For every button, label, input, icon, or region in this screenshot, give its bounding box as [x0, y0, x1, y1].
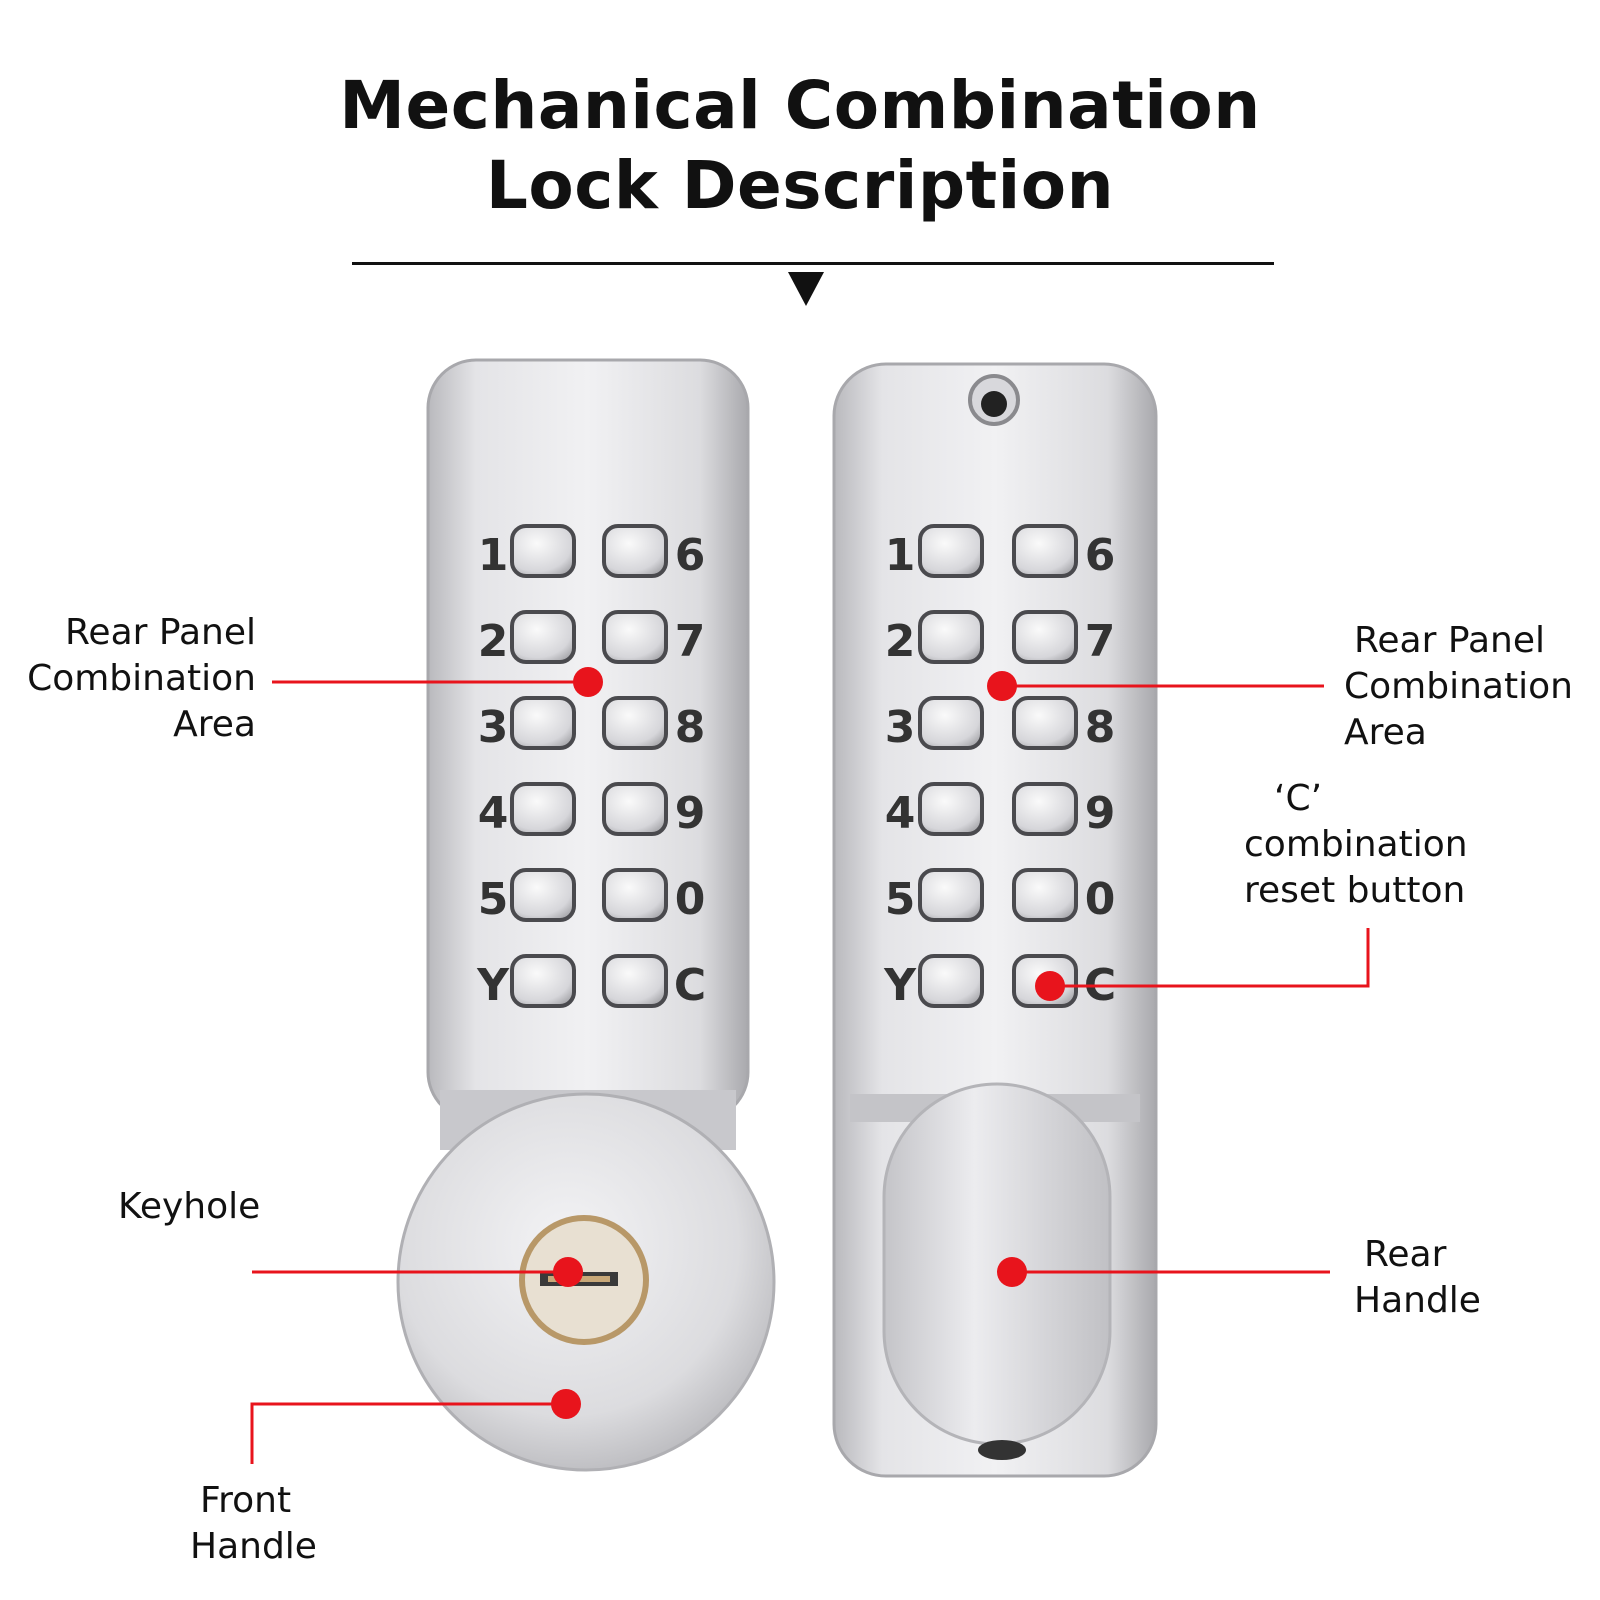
label-line: reset button — [1244, 870, 1466, 911]
page-title-line-2: Lock Description — [485, 147, 1115, 224]
front-keypad: 1 2 3 4 5 Y 6 7 8 9 0 C — [476, 524, 706, 1011]
label-line: ‘C’ — [1274, 778, 1323, 819]
label-keyhole: Keyhole — [118, 1184, 260, 1230]
key-label: 1 — [885, 530, 916, 581]
page-title-line-1: Mechanical Combination — [339, 67, 1261, 144]
callout-dot-rear-handle — [997, 1257, 1027, 1287]
key-label: 4 — [478, 788, 509, 839]
label-line: Area — [1344, 712, 1427, 753]
callout-line-reset-button — [1050, 928, 1370, 988]
key-label: 3 — [885, 702, 916, 753]
key-label: 8 — [1085, 702, 1116, 753]
label-line: Combination — [1344, 666, 1573, 707]
label-line: combination — [1244, 824, 1468, 865]
key-label: 2 — [478, 616, 509, 667]
label-front-handle: Front Handle — [190, 1478, 317, 1570]
callout-dot-reset-button — [1035, 971, 1065, 1001]
title-divider — [352, 262, 1274, 265]
callout-dot-front-handle — [551, 1389, 581, 1419]
front-handle-knob — [396, 1092, 776, 1472]
key-label: C — [674, 960, 706, 1011]
key-label: 9 — [1085, 788, 1116, 839]
label-reset-button: ‘C’ combination reset button — [1244, 776, 1544, 914]
callout-dot-rear-panel-left — [573, 667, 603, 697]
key-label: 2 — [885, 616, 916, 667]
front-lock-body — [426, 358, 750, 1150]
label-line: Keyhole — [118, 1186, 261, 1227]
key-label: 0 — [1085, 874, 1116, 925]
rear-handle-knob — [882, 1082, 1112, 1460]
label-line: Handle — [190, 1526, 317, 1567]
key-label: 5 — [885, 874, 916, 925]
callout-line-front-handle — [250, 1402, 566, 1464]
key-label: 8 — [675, 702, 706, 753]
key-label: 0 — [675, 874, 706, 925]
label-line: Rear — [1364, 1234, 1447, 1275]
key-label: Y — [883, 960, 917, 1011]
rear-keypad: 1 2 3 4 5 Y 6 7 8 9 0 C — [883, 524, 1116, 1011]
key-label: Y — [476, 960, 510, 1011]
key-label: 7 — [675, 616, 706, 667]
key-label: 5 — [478, 874, 509, 925]
label-line: Rear Panel — [65, 612, 256, 653]
label-rear-handle: Rear Handle — [1354, 1232, 1481, 1324]
key-label: 7 — [1085, 616, 1116, 667]
callouts — [250, 680, 1370, 1464]
key-label: 1 — [478, 530, 509, 581]
label-line: Rear Panel — [1354, 620, 1545, 661]
key-label: 3 — [478, 702, 509, 753]
label-line: Combination — [27, 658, 256, 699]
down-triangle-icon — [788, 272, 824, 306]
label-line: Handle — [1354, 1280, 1481, 1321]
key-label: 4 — [885, 788, 916, 839]
key-label: 9 — [675, 788, 706, 839]
key-label: 6 — [675, 530, 706, 581]
callout-dots — [551, 667, 1065, 1419]
key-label: 6 — [1085, 530, 1116, 581]
label-line: Front — [200, 1480, 292, 1521]
label-line: Area — [173, 704, 256, 745]
callout-dot-keyhole — [553, 1257, 583, 1287]
label-rear-panel-right: Rear Panel Combination Area — [1344, 618, 1594, 756]
label-rear-panel-left: Rear Panel Combination Area — [10, 610, 256, 748]
rear-lock-body — [832, 362, 1158, 1478]
key-label: C — [1084, 960, 1116, 1011]
callout-dot-rear-panel-right — [987, 671, 1017, 701]
